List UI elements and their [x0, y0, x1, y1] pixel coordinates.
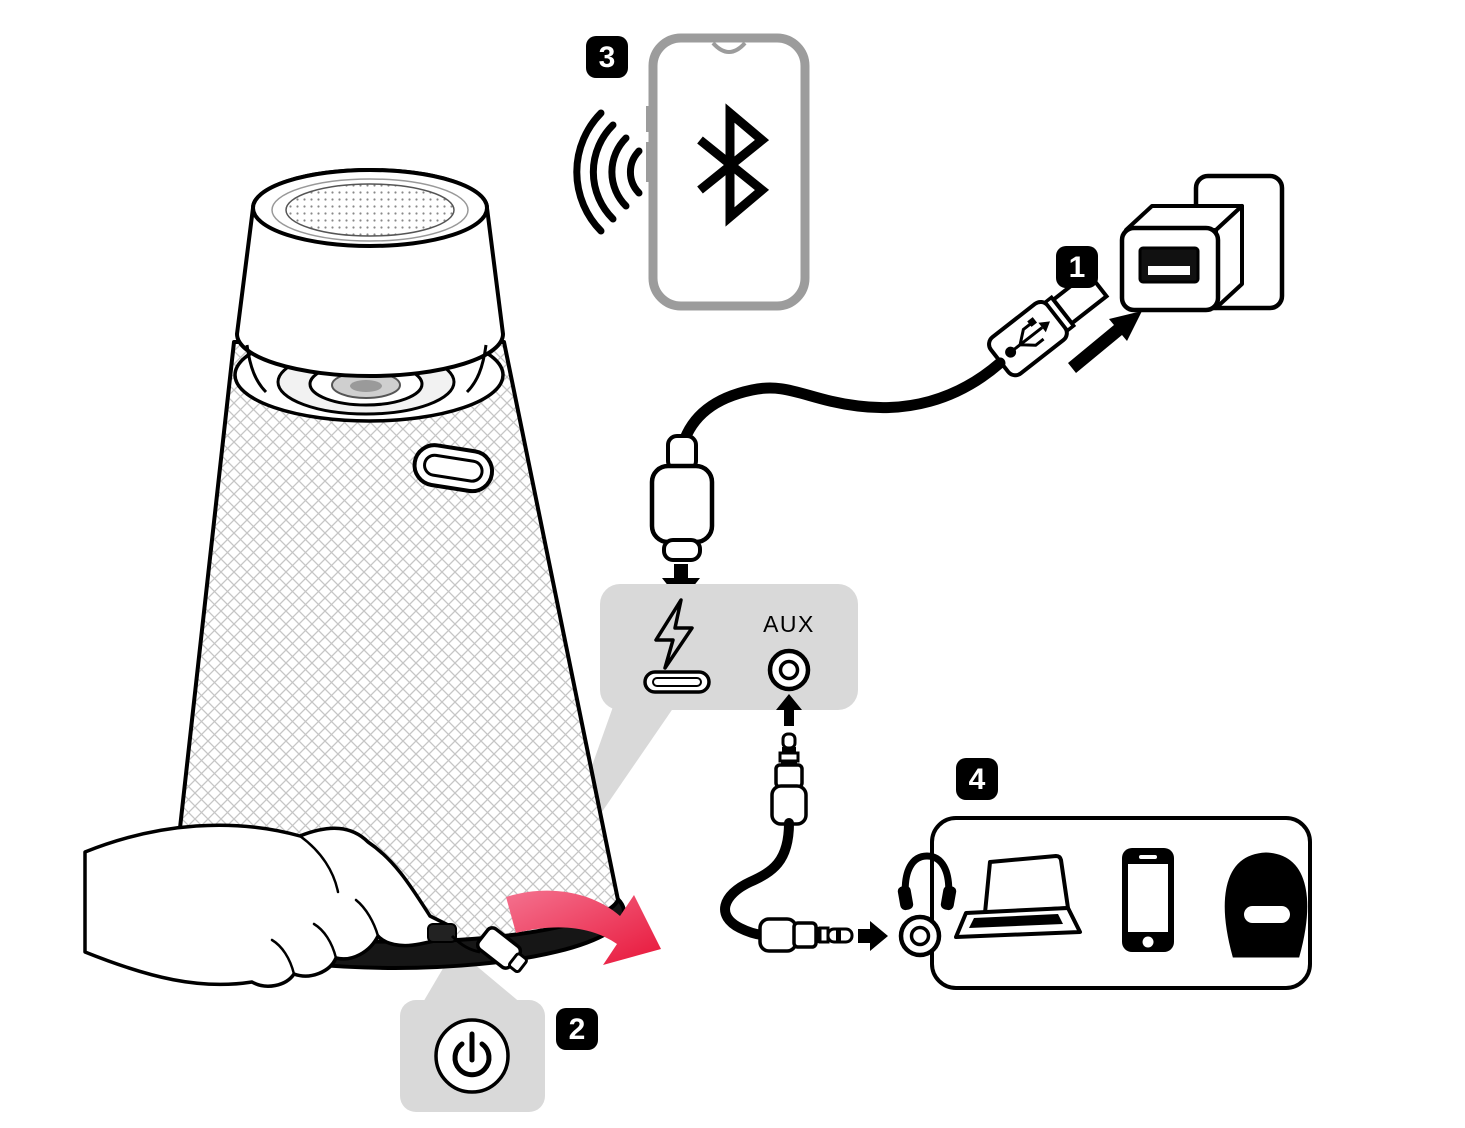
aux-plug-vertical [770, 732, 808, 826]
speaker-power-port [427, 923, 457, 943]
headphones-icon [897, 852, 957, 911]
usb-c-port-slot [652, 677, 702, 687]
step-4-badge: 4 [956, 758, 998, 800]
red-arrow [506, 890, 661, 965]
aux-jack-hole [778, 659, 800, 681]
usb-icon [1005, 317, 1051, 358]
device-aux-jack-hole [909, 925, 931, 947]
usb-cable [677, 357, 1006, 450]
up-arrow [776, 694, 802, 726]
step-1-number: 1 [1069, 251, 1086, 284]
power-button-panel [400, 1000, 545, 1112]
speaker-top-ring [271, 178, 469, 242]
phone-notch [711, 41, 747, 54]
plug-direction-arrow [1068, 311, 1142, 373]
bluetooth-icon [697, 103, 770, 227]
charge-icon [654, 598, 694, 670]
right-arrow [858, 921, 888, 951]
aux-plug-horizontal [758, 917, 854, 953]
step-4-number: 4 [969, 763, 986, 796]
laptop-icon [954, 854, 1082, 939]
usb-c-port [643, 670, 711, 694]
usb-a-port [1138, 246, 1200, 284]
down-arrow [662, 564, 700, 602]
speaker-handle [412, 443, 495, 494]
cover-strap [450, 934, 481, 954]
power-adapter [1119, 204, 1244, 313]
port-cover-cap [475, 926, 528, 974]
port-panel: AUX [600, 584, 858, 710]
aux-cable [720, 818, 794, 940]
step-3-number: 3 [599, 41, 616, 74]
wireless-waves-icon [573, 109, 643, 235]
power-icon [452, 1031, 492, 1078]
step-1-badge: 1 [1056, 246, 1098, 288]
step-2-number: 2 [569, 1013, 586, 1046]
speaker-collar-edges [245, 344, 488, 394]
smartphone-icon [1122, 848, 1174, 952]
usb-c-connector [649, 434, 715, 562]
smartphone-bluetooth [646, 33, 810, 311]
usb-a-port-contact [1148, 266, 1190, 275]
speaker-grille [285, 183, 455, 237]
speaker-driver-cap [350, 380, 382, 392]
aux-label: AUX [763, 611, 815, 637]
step-2-badge: 2 [556, 1008, 598, 1050]
speaker-icon [1224, 852, 1308, 958]
speaker-illustration [164, 168, 626, 970]
hand-pointer [83, 823, 455, 988]
step-3-badge: 3 [586, 36, 628, 78]
